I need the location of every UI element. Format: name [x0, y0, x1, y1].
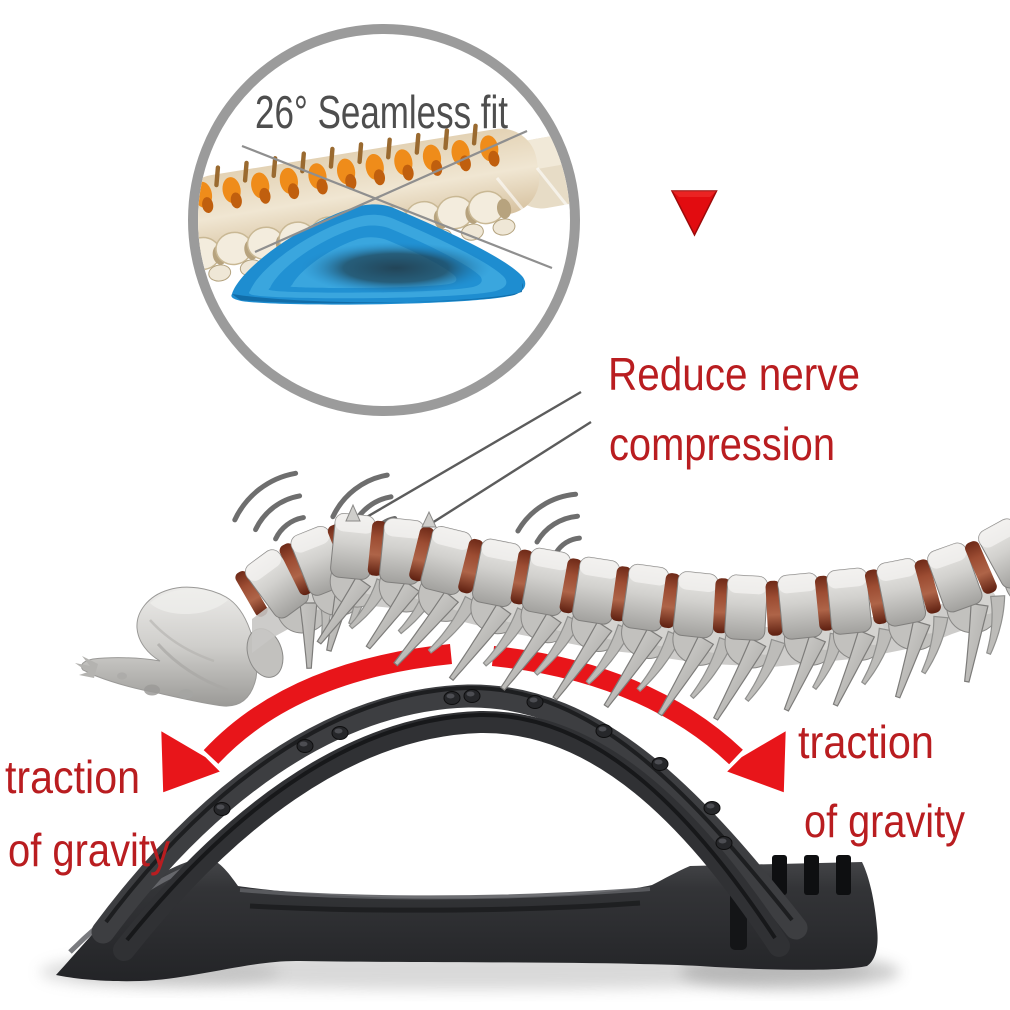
svg-text:compression: compression — [609, 418, 835, 470]
svg-text:26° Seamless fit: 26° Seamless fit — [255, 86, 508, 138]
svg-text:Reduce nerve: Reduce nerve — [608, 348, 860, 400]
svg-text:traction: traction — [798, 716, 934, 768]
svg-text:of gravity: of gravity — [8, 824, 170, 876]
svg-text:of gravity: of gravity — [804, 795, 965, 847]
svg-text:traction: traction — [5, 751, 140, 803]
